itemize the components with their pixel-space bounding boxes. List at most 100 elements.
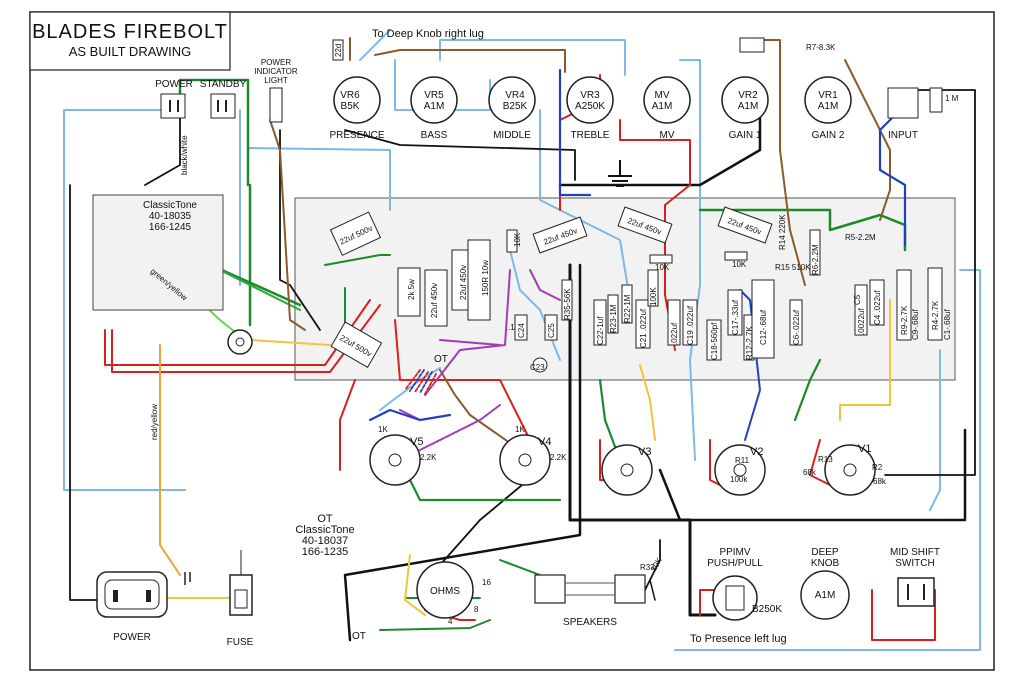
res-r6: R6-2.2M (811, 244, 820, 275)
cap-c12: C12-.68uf (759, 309, 768, 345)
note-deep-knob: To Deep Knob right lug (372, 28, 484, 40)
ground-symbol-top (608, 160, 632, 187)
pot-vr4-line2: B25K (503, 101, 528, 112)
diagram-title: BLADES FIREBOLT (32, 21, 228, 43)
pot-vr5-line2: A1M (424, 101, 445, 112)
note-presence-lug: To Presence left lug (690, 633, 787, 645)
pt-wire-ry: red/yellow (150, 404, 159, 440)
res-r12: R12-2.7K (745, 326, 754, 360)
pot-vr3: VR3 A250K TREBLE (566, 76, 614, 141)
ppimv-label-1: PPIMV (719, 547, 750, 558)
cap-22d-label: 22d (334, 44, 343, 57)
tube-v2-r: R11 (735, 456, 750, 465)
iec-power-inlet: POWER (96, 571, 168, 643)
pot-vr5: VR5 A1M BASS (410, 76, 458, 141)
cap-c9: C9-.68uf (911, 309, 920, 340)
res-r35: R35-56K (563, 288, 572, 320)
ohms-label: OHMS (430, 586, 460, 597)
pt-name: ClassicTone (143, 200, 197, 211)
power-inlet-label: POWER (113, 632, 151, 643)
tube-v2: V2 R11 100k (714, 444, 766, 496)
pot-vr6-line2: B5K (341, 101, 360, 112)
tube-v4-r1: 1K (515, 425, 525, 434)
cap-c17: C17-.33uf (731, 299, 740, 335)
res-r5: R5-2.2M (845, 233, 876, 242)
input-label: INPUT (888, 130, 918, 141)
pot-vr5-label: BASS (421, 130, 448, 141)
cap-22uf-450v-b: 22uf 450v (459, 265, 468, 300)
res-r14: R14 220K (778, 214, 787, 250)
pot-mv-line1: MV (655, 90, 670, 101)
tube-v4-r2: 2.2K (550, 453, 567, 462)
r7-label: R7-8.3K (806, 43, 836, 52)
cap-c4: C4 .022uf (873, 290, 882, 325)
cap-c19: C19 .022uf (686, 305, 695, 345)
deep-knob-pot: DEEP KNOB A1M (800, 547, 850, 620)
ground-symbol-inlet (184, 572, 191, 585)
res-r15-label: R15 510K (775, 263, 811, 272)
tube-v3: V3 (601, 444, 653, 496)
cap-c6: C6-.022uf (792, 309, 801, 345)
cap-c23: C23 (530, 363, 545, 372)
ot-line3: 166-1235 (302, 546, 349, 558)
res-r4: R4-2.7K (931, 300, 940, 330)
cap-c1: C1-.68uf (943, 309, 952, 340)
res-r9: R9-2.7K (900, 305, 909, 335)
ot-input-label: OT (434, 354, 448, 365)
speakers-label: SPEAKERS (563, 617, 617, 628)
res-2k5w: 2k 5w (407, 279, 416, 300)
indicator-label-3: LIGHT (264, 76, 288, 85)
pot-vr2-line2: A1M (738, 101, 759, 112)
ppimv-b250k: B250K (752, 604, 782, 615)
tube-v5-label: V5 (410, 436, 423, 448)
pot-vr5-line1: VR5 (424, 90, 444, 101)
pot-vr2: VR2 A1M GAIN 1 (721, 76, 769, 141)
pot-vr1-label: GAIN 2 (812, 130, 845, 141)
pot-vr1-line1: VR1 (818, 90, 838, 101)
tube-v4-label: V4 (538, 436, 551, 448)
pot-row: VR6 B5K PRESENCE VR5 A1M BASS VR4 B25K M… (329, 76, 852, 141)
res-100k: 100K (649, 287, 658, 306)
board-components: 22uf 500v 2k 5w 22uf 450v 22uf 450v 150R… (329, 206, 952, 373)
pot-vr2-line1: VR2 (738, 90, 758, 101)
cap-c5: C5 (853, 294, 862, 305)
cap-022uf: .022uf (670, 322, 679, 345)
res-10k-c: 10K (732, 260, 747, 269)
res-r23: R23-1M (609, 304, 618, 333)
title-block (29, 11, 231, 71)
pot-mv-line2: A1M (652, 101, 673, 112)
speaker-r33: R33 (640, 563, 655, 572)
fuse-holder: FUSE (227, 550, 254, 648)
pt-part1: 40-18035 (149, 211, 192, 222)
diagram-subtitle: AS BUILT DRAWING (69, 44, 192, 59)
ppimv-pot: PPIMV PUSH/PULL B250K (707, 547, 782, 621)
pot-vr1-line2: A1M (818, 101, 839, 112)
page-frame (29, 11, 995, 671)
pt-part2: 166-1245 (149, 222, 192, 233)
res-10k-a: 10K (513, 232, 522, 247)
indicator-lamp (269, 87, 283, 123)
deep-label-1: DEEP (811, 547, 839, 558)
cap-0022uf: .0022uf (857, 308, 866, 335)
pot-vr4-label: MIDDLE (493, 130, 531, 141)
tube-v1-label: V1 (858, 443, 871, 455)
tube-v1: V1 R13 R2 68k 68k (803, 443, 887, 496)
cap-c22: C22-1uf (596, 316, 605, 345)
pot-mv-label: MV (660, 130, 675, 141)
tube-v2-label: V2 (750, 446, 763, 458)
indicator-label-2: INDICATOR (254, 67, 297, 76)
mid-label-1: MID SHIFT (890, 547, 940, 558)
pt-wire-bw: black/white (180, 135, 189, 175)
cap-c18: C18-560pf (710, 322, 719, 360)
ohms-tap-8: 8 (474, 605, 479, 614)
pot-vr6-line1: VR6 (340, 90, 360, 101)
input-resistor-label: 1 M (945, 94, 959, 103)
res-10k-b: 10K (655, 263, 670, 272)
pot-mv: MV A1M MV (643, 76, 691, 141)
deep-label-2: KNOB (811, 558, 840, 569)
input-jack (887, 87, 919, 119)
tube-v2-r2: 100k (730, 475, 748, 484)
tube-v1-r13: R13 (818, 455, 833, 464)
